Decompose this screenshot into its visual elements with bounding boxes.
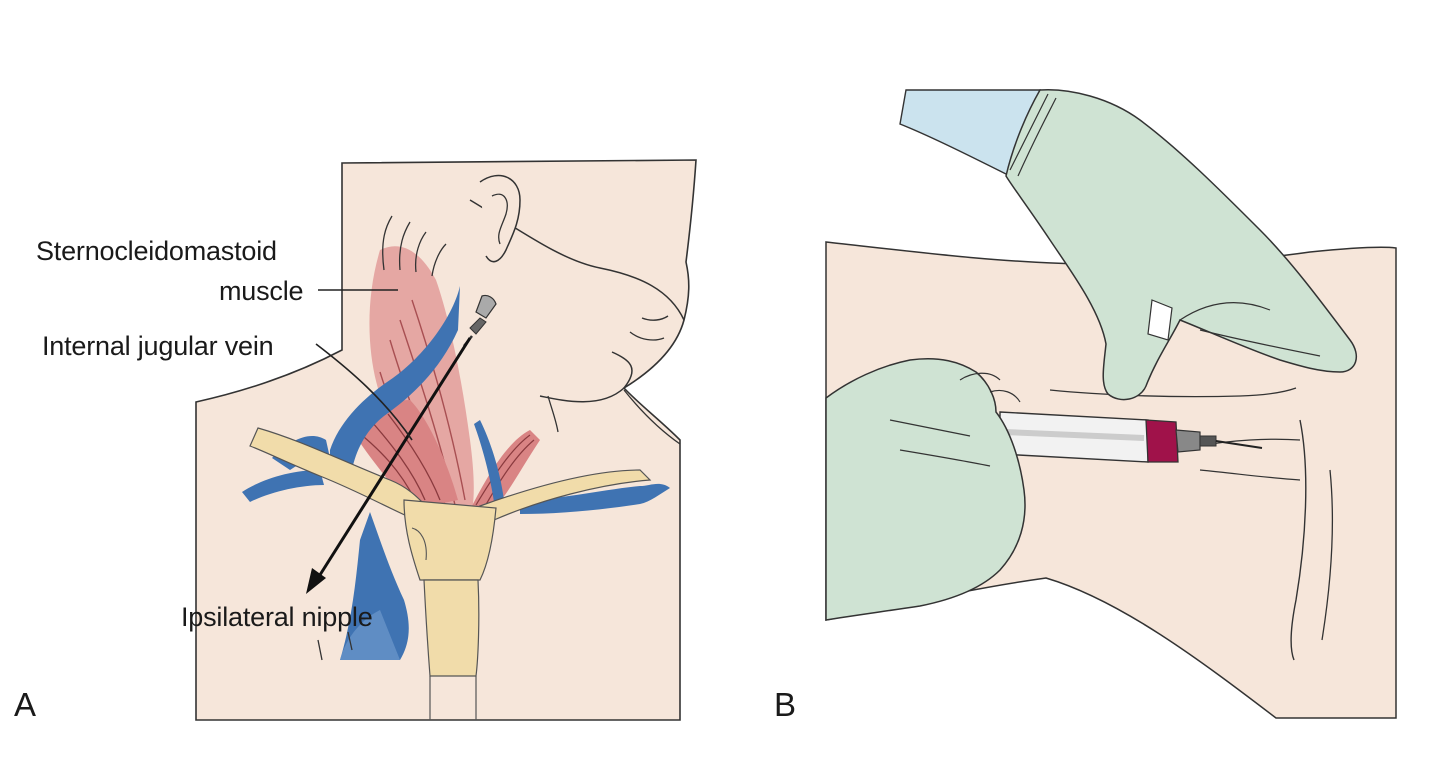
label-internal-jugular-vein: Internal jugular vein: [42, 331, 274, 361]
label-muscle: muscle: [219, 276, 304, 306]
syringe-needle: [1215, 440, 1263, 449]
panel-a-letter: A: [14, 686, 37, 723]
upper-gloved-hand: [1005, 89, 1358, 401]
syringe-cap: [1145, 419, 1179, 463]
lower-gloved-hand: [825, 357, 1026, 621]
catheter-hub: [475, 294, 497, 319]
panel-b-skin: [825, 241, 1397, 719]
clavicle-right: [478, 469, 652, 521]
needle-direction-arrow: [316, 337, 472, 579]
ear-shape: [479, 174, 521, 263]
panel-b-letter: B: [774, 686, 797, 723]
label-ipsilateral-nipple: Ipsilateral nipple: [181, 602, 373, 632]
jugular-vein-shape: [330, 286, 460, 470]
label-sternocleidomastoid: Sternocleidomastoid: [36, 236, 277, 266]
